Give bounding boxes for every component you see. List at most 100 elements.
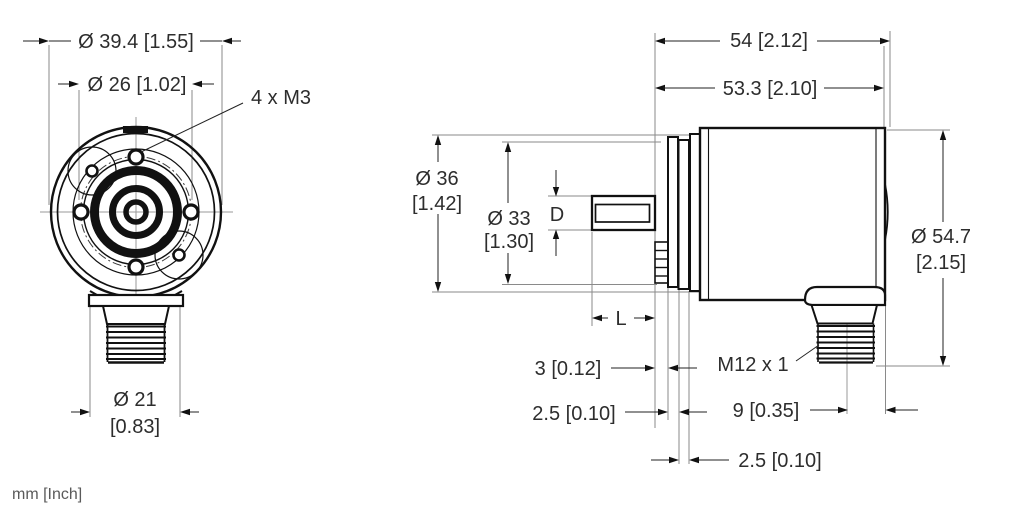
- dim-flange-pilot-mm-label: Ø 36: [415, 168, 458, 190]
- arrowhead: [552, 229, 560, 239]
- flange-ring-1: [667, 136, 679, 288]
- dim-housing-length-label: 53.3 [2.10]: [723, 78, 818, 100]
- shaft-hub-ring: [109, 185, 163, 239]
- arrowhead: [80, 408, 90, 416]
- leader-line: [795, 344, 820, 362]
- arrowhead: [504, 142, 512, 152]
- arrowhead: [679, 408, 689, 416]
- arrowhead: [180, 408, 190, 416]
- connector-collar: [87, 293, 185, 308]
- arrowhead: [69, 80, 79, 88]
- connector-neck: [101, 305, 171, 325]
- leader-line: [140, 102, 244, 153]
- units-note: mm [Inch]: [12, 486, 82, 503]
- housing-body: [698, 126, 887, 302]
- arrowhead: [939, 356, 947, 366]
- arrowhead: [434, 282, 442, 292]
- connector-neck-side: [810, 304, 879, 325]
- flange-ring-3: [689, 133, 701, 292]
- flange-inner-circle: [56, 132, 216, 292]
- arrowhead: [939, 130, 947, 140]
- dim-flange-pilot-inch-label: [1.42]: [412, 193, 462, 215]
- arrowhead: [504, 274, 512, 284]
- dim-ring-width-2: 2.5 [0.10]: [651, 450, 822, 472]
- dim-flange-diameter: Ø 39.4 [1.55]: [23, 31, 241, 53]
- dim-bolt-circle: Ø 26 [1.02]: [58, 74, 214, 96]
- shaft-end-circle: [123, 199, 149, 225]
- connector-threads-side: [816, 323, 875, 364]
- dim-pilot-diameter: Ø 33 [1.30]: [484, 142, 534, 284]
- m3-hole-left: [72, 203, 90, 221]
- detail-arc: [67, 146, 117, 196]
- small-hole: [85, 164, 99, 178]
- dim-flange-diameter-label: Ø 39.4 [1.55]: [78, 31, 194, 53]
- arrowhead: [655, 84, 665, 92]
- shaft-collar-ring: [90, 166, 182, 258]
- dim-connector-dia-mm-label: Ø 21: [113, 389, 156, 411]
- serration-band: [654, 241, 669, 284]
- m3-hole-right: [182, 203, 200, 221]
- shaft: [590, 194, 657, 232]
- arrowhead: [592, 314, 602, 322]
- arrowhead: [222, 37, 232, 45]
- arrowhead: [645, 314, 655, 322]
- dim-serration-width-label: 3 [0.12]: [535, 358, 602, 380]
- dim-housing-diameter: Ø 54.7 [2.15]: [911, 130, 971, 366]
- dim-total-length: 54 [2.12]: [655, 30, 890, 52]
- dim-flange-pilot: Ø 36 [1.42]: [412, 135, 462, 292]
- arrowhead: [655, 37, 665, 45]
- callout-mounting-holes: 4 x M3: [140, 87, 311, 153]
- dim-housing-length: 53.3 [2.10]: [655, 78, 884, 100]
- dim-connector-diameter: Ø 21 [0.83]: [71, 389, 199, 438]
- arrowhead: [434, 135, 442, 145]
- arrowhead: [668, 364, 678, 372]
- dim-ring-width-2-label: 2.5 [0.10]: [738, 450, 821, 472]
- arrowhead: [689, 456, 699, 464]
- m3-hole-top: [127, 148, 145, 166]
- connector-boss: [803, 285, 887, 307]
- dim-shaft-diameter: D: [550, 170, 564, 256]
- dim-serration-width: 3 [0.12]: [535, 358, 697, 380]
- dim-pilot-mm-label: Ø 33: [487, 208, 530, 230]
- callout-connector-thread: M12 x 1: [717, 344, 820, 376]
- dim-connector-offset: 9 [0.35]: [733, 400, 918, 422]
- serration-outline: [654, 241, 669, 284]
- flange-ring-2: [677, 139, 690, 290]
- arrowhead: [669, 456, 679, 464]
- small-hole: [172, 248, 186, 262]
- dim-shaft-length-label: L: [615, 308, 626, 330]
- rear-dome: [884, 183, 889, 241]
- mounting-holes-label: 4 x M3: [251, 87, 311, 109]
- arrowhead: [885, 406, 896, 414]
- dim-ring-width-1: 2.5 [0.10]: [532, 403, 707, 425]
- shaft-flat: [594, 203, 651, 223]
- collar-tab: [89, 290, 98, 296]
- arrowhead: [552, 187, 560, 197]
- detail-arc: [154, 230, 204, 280]
- dim-housing-dia-mm-label: Ø 54.7: [911, 226, 971, 248]
- side-view: 54 [2.12] 53.3 [2.10] Ø 36 [1.42] Ø 33 […: [412, 30, 971, 472]
- arrowhead: [645, 364, 655, 372]
- dim-shaft-length: L: [592, 308, 655, 330]
- dim-bolt-circle-label: Ø 26 [1.02]: [88, 74, 187, 96]
- dim-shaft-diameter-label: D: [550, 204, 564, 226]
- arrowhead: [838, 406, 848, 414]
- arrowhead: [192, 80, 202, 88]
- dim-ring-width-1-label: 2.5 [0.10]: [532, 403, 615, 425]
- m3-hole-bottom: [127, 258, 145, 276]
- dim-connector-offset-label: 9 [0.35]: [733, 400, 800, 422]
- connector-thread-label: M12 x 1: [717, 354, 788, 376]
- orientation-tab: [123, 126, 148, 133]
- arrowhead: [658, 408, 668, 416]
- dim-total-length-label: 54 [2.12]: [730, 30, 808, 52]
- connector-threads-front: [106, 324, 166, 364]
- arrowhead: [880, 37, 890, 45]
- dim-housing-dia-inch-label: [2.15]: [916, 252, 966, 274]
- front-view: Ø 39.4 [1.55] Ø 26 [1.02] 4 x M3 Ø 21 [0…: [23, 31, 311, 438]
- arrowhead: [39, 37, 49, 45]
- collar-tab: [174, 290, 183, 296]
- dim-connector-dia-inch-label: [0.83]: [110, 416, 160, 438]
- arrowhead: [874, 84, 884, 92]
